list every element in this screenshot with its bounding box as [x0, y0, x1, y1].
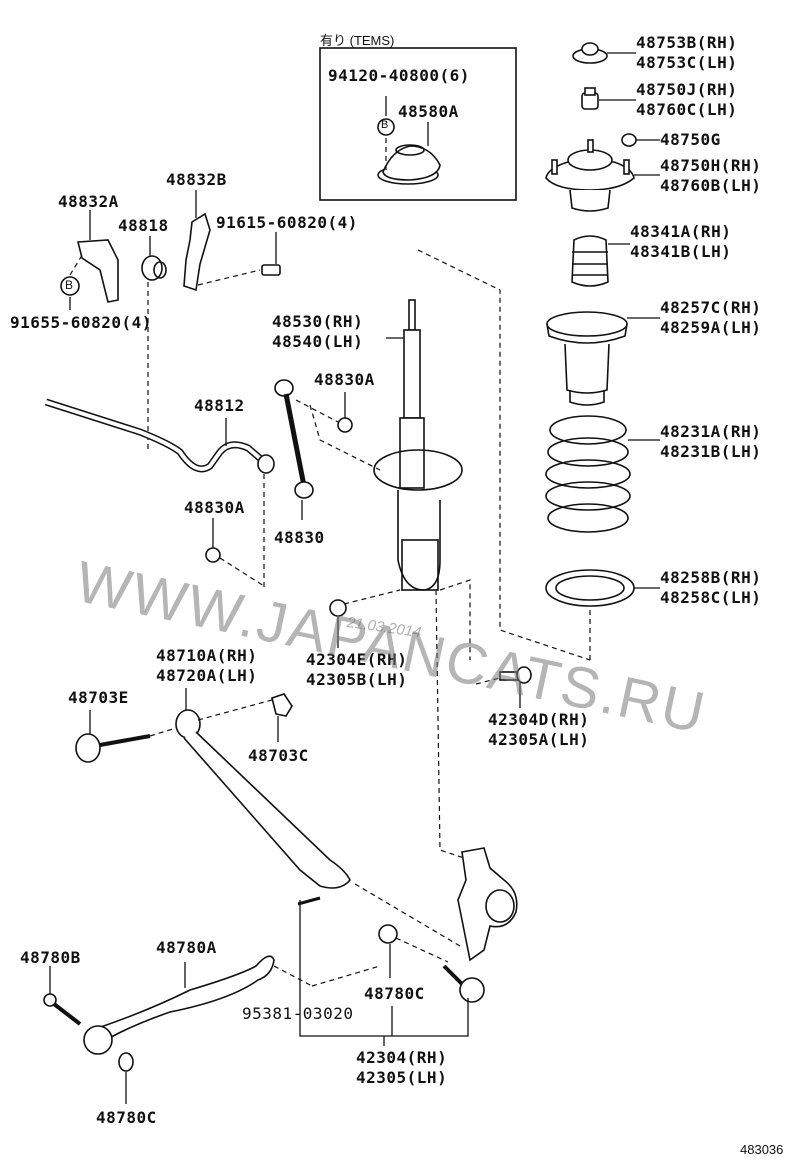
label-48832a[interactable]: 48832A: [58, 192, 119, 211]
inset-frame: [319, 47, 517, 201]
label-48832b[interactable]: 48832B: [166, 170, 227, 189]
label-48341[interactable]: 48341A(RH)48341B(LH): [630, 222, 732, 261]
label-42304[interactable]: 42304(RH)42305(LH): [356, 1048, 448, 1087]
label-48812[interactable]: 48812: [194, 396, 245, 415]
label-91615[interactable]: 91615-60820(4): [216, 213, 358, 232]
nut-48830a-upper-drawing: [337, 417, 353, 433]
label-48830a-bottom[interactable]: 48830A: [184, 498, 245, 517]
bracket-48832b-drawing: [183, 212, 211, 292]
label-48818[interactable]: 48818: [118, 216, 169, 235]
bumper-drawing: [571, 235, 609, 287]
bracket-48832a-drawing: [76, 239, 119, 303]
bolt-42304d-drawing: [499, 666, 532, 684]
label-48703c[interactable]: 48703C: [248, 746, 309, 765]
label-42304e[interactable]: 42304E(RH)42305B(LH): [306, 650, 408, 689]
lower-arm-48780a-drawing: [83, 955, 275, 1055]
marker-b-bracket: [60, 276, 80, 296]
stabilizer-link-drawing: [274, 379, 314, 499]
marker-b-inset-text: B: [381, 119, 389, 131]
support-assy-drawing: [545, 139, 635, 212]
nut-48780c-bottom-drawing: [118, 1052, 134, 1072]
bushing-48818-drawing: [141, 255, 167, 281]
figure-number: 483036: [740, 1142, 784, 1157]
spring-insulator-lower-drawing: [545, 569, 635, 607]
inset-title: 有り (TEMS): [320, 33, 395, 48]
nut-48750g-drawing: [621, 133, 637, 147]
coil-spring-drawing: [545, 415, 631, 533]
upper-mount-tems-drawing: [377, 144, 441, 185]
dust-cover-drawing: [572, 42, 608, 64]
inset-bolt-label: 94120-40800(6): [328, 66, 470, 85]
label-42304d[interactable]: 42304D(RH)42305A(LH): [488, 710, 590, 749]
label-48258[interactable]: 48258B(RH)48258C(LH): [660, 568, 762, 607]
label-48780b[interactable]: 48780B: [20, 948, 81, 967]
label-48830[interactable]: 48830: [274, 528, 325, 547]
steering-knuckle-drawing: [457, 847, 518, 1003]
label-48750h[interactable]: 48750H(RH)48760B(LH): [660, 156, 762, 195]
label-48530[interactable]: 48530(RH)48540(LH): [272, 312, 364, 351]
bolt-48703e-drawing: [75, 733, 151, 763]
label-48750j[interactable]: 48750J(RH)48760C(LH): [636, 80, 738, 119]
bolt-91615-drawing: [261, 264, 281, 276]
lower-arm-48710a-drawing: [175, 709, 351, 889]
label-91655[interactable]: 91655-60820(4): [10, 313, 152, 332]
label-48750g[interactable]: 48750G: [660, 130, 721, 149]
cushion-drawing: [581, 87, 599, 110]
label-48780c-mid[interactable]: 48780C: [364, 984, 425, 1003]
label-48780a[interactable]: 48780A: [156, 938, 217, 957]
shock-absorber-drawing: [373, 299, 463, 591]
inset-part-label: 48580A: [398, 102, 459, 121]
marker-b-bracket-text: B: [65, 278, 74, 292]
label-48753[interactable]: 48753B(RH)48753C(LH): [636, 33, 738, 72]
label-95381[interactable]: 95381-03020: [242, 1004, 354, 1023]
label-48231[interactable]: 48231A(RH)48231B(LH): [660, 422, 762, 461]
label-48710a[interactable]: 48710A(RH)48720A(LH): [156, 646, 258, 685]
marker-b-inset: [377, 118, 395, 136]
label-48830a-top[interactable]: 48830A: [314, 370, 375, 389]
spring-insulator-upper-drawing: [546, 311, 628, 406]
label-48257[interactable]: 48257C(RH)48259A(LH): [660, 298, 762, 337]
nut-48780c-mid-drawing: [378, 924, 398, 944]
label-48780c-bottom[interactable]: 48780C: [96, 1108, 157, 1127]
nut-48830a-lower-drawing: [205, 547, 221, 563]
label-48703e[interactable]: 48703E: [68, 688, 129, 707]
stabilizer-bar-drawing: [44, 398, 275, 474]
washer-48703c-drawing: [271, 693, 293, 717]
bolt-48780b-drawing: [43, 993, 82, 1026]
